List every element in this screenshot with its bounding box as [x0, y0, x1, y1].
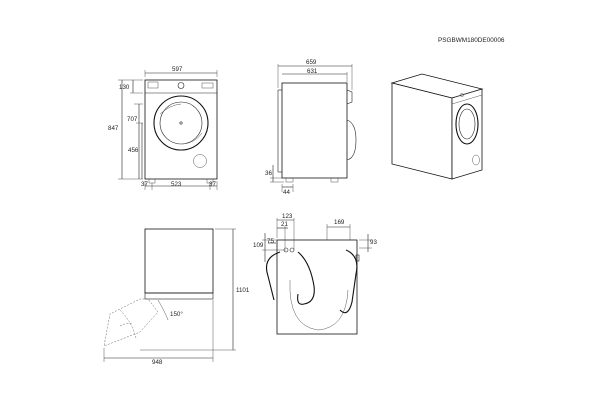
dim-height-total: 847 — [108, 125, 119, 132]
dim-depth-total: 659 — [306, 59, 317, 66]
inlet-hose-left — [265, 251, 281, 301]
dim-hose-left: 75 — [267, 238, 274, 245]
dim-hose-offset: 169 — [334, 219, 345, 226]
dim-inlet-spacing: 21 — [281, 221, 288, 228]
dim-door-angle: 150° — [170, 311, 183, 318]
top-cabinet — [144, 228, 214, 294]
dim-top-panel: 130 — [119, 84, 130, 91]
dim-inlet-offset: 123 — [282, 213, 293, 220]
dim-door-open-depth: 948 — [152, 359, 163, 366]
dim-depth-body: 631 — [307, 68, 318, 75]
drain-hose — [297, 251, 315, 305]
rear-cabinet — [276, 239, 358, 335]
dim-foot-height: 36 — [265, 170, 272, 177]
top-view: 150° 1101 948 — [103, 228, 250, 366]
isometric-view — [390, 73, 484, 180]
front-view: 597 847 130 707 456 523 37 37 — [108, 66, 218, 190]
dim-hose-height: 109 — [253, 242, 264, 249]
inlet-hose-right — [339, 249, 358, 314]
dim-foot-left: 37 — [141, 181, 148, 188]
dim-foot-depth: 44 — [283, 189, 290, 196]
rear-view: 123 21 169 109 75 93 — [253, 213, 377, 335]
dim-foot-spacing: 523 — [171, 181, 182, 188]
dim-door-center: 456 — [128, 147, 139, 154]
dim-hose-right: 93 — [370, 239, 377, 246]
document-code: PSGBWM180DE00006 — [438, 37, 505, 44]
dim-width: 597 — [172, 66, 183, 73]
dim-foot-right: 37 — [209, 181, 216, 188]
dim-height-with-door: 1101 — [236, 287, 250, 294]
front-cabinet — [144, 79, 218, 180]
dim-door-top: 707 — [127, 116, 138, 123]
side-cabinet — [281, 82, 348, 179]
door-ring — [153, 95, 209, 151]
side-view: 659 631 36 44 — [265, 59, 357, 196]
